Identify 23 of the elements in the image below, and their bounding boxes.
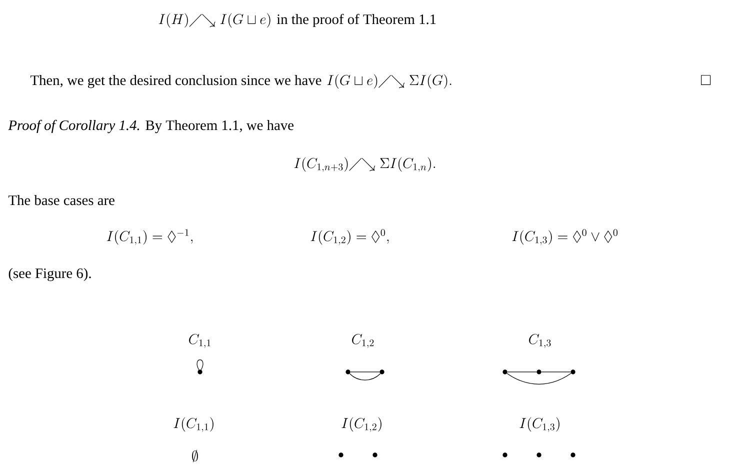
paragraph-text: By Theorem 1.1, we have	[146, 120, 294, 134]
math-formula: $I(C_{1,2})=\Diamond^{0},$	[310, 229, 389, 246]
complex-label: $I(C_{1,3})$	[520, 417, 560, 432]
paragraph-text: The base cases are	[8, 195, 114, 206]
math-formula: $I(G\sqcup e)\diagup\!\!\searrow \Sigma I(G).$	[327, 74, 452, 89]
empty-set-symbol: $\emptyset$	[192, 450, 198, 462]
graph-label: $C_{1,1}$	[189, 334, 210, 348]
proof-heading: Proof of Corollary 1.4.	[8, 120, 140, 134]
graph-label: $C_{1,2}$	[352, 334, 374, 348]
math-formula: $I(C_{1,3})=\Diamond^{0}\vee\Diamond^{0}$	[512, 229, 618, 246]
complex-label: $I(C_{1,1})$	[174, 417, 214, 432]
caption-text: in the proof of Theorem 1.1	[276, 14, 436, 28]
math-formula: $I(C_{1,1})=\Diamond^{-1},$	[106, 229, 193, 246]
paragraph-text: Then, we get the desired conclusion since we have	[30, 75, 322, 88]
graph-edge	[506, 373, 572, 384]
math-formula: $I(C_{1,n+3})\diagup\!\!\searrow \Sigma I(C_{1,n}).$	[294, 157, 436, 172]
graph-edge	[196, 360, 204, 370]
math-formula: $I(H)\diagup\!\!\searrow I(G\sqcup e)$	[158, 13, 270, 28]
graph-edge	[349, 373, 381, 380]
end-of-proof-symbol: $\square$	[701, 75, 711, 85]
complex-label: $I(C_{1,2})$	[342, 417, 382, 432]
paragraph-text: (see Figure 6).	[8, 268, 91, 282]
graph-label: $C_{1,3}$	[529, 334, 551, 348]
